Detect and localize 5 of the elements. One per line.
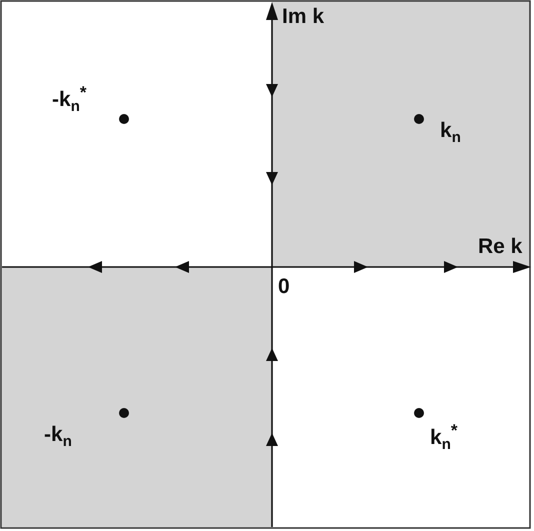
point-label: k$_{n}$ xyxy=(440,120,461,146)
point-label: -k$_{n}$ xyxy=(44,424,72,450)
origin-label: 0 xyxy=(278,276,290,297)
axis-label: Re k xyxy=(478,236,522,257)
axis-label: Im k xyxy=(282,6,324,27)
